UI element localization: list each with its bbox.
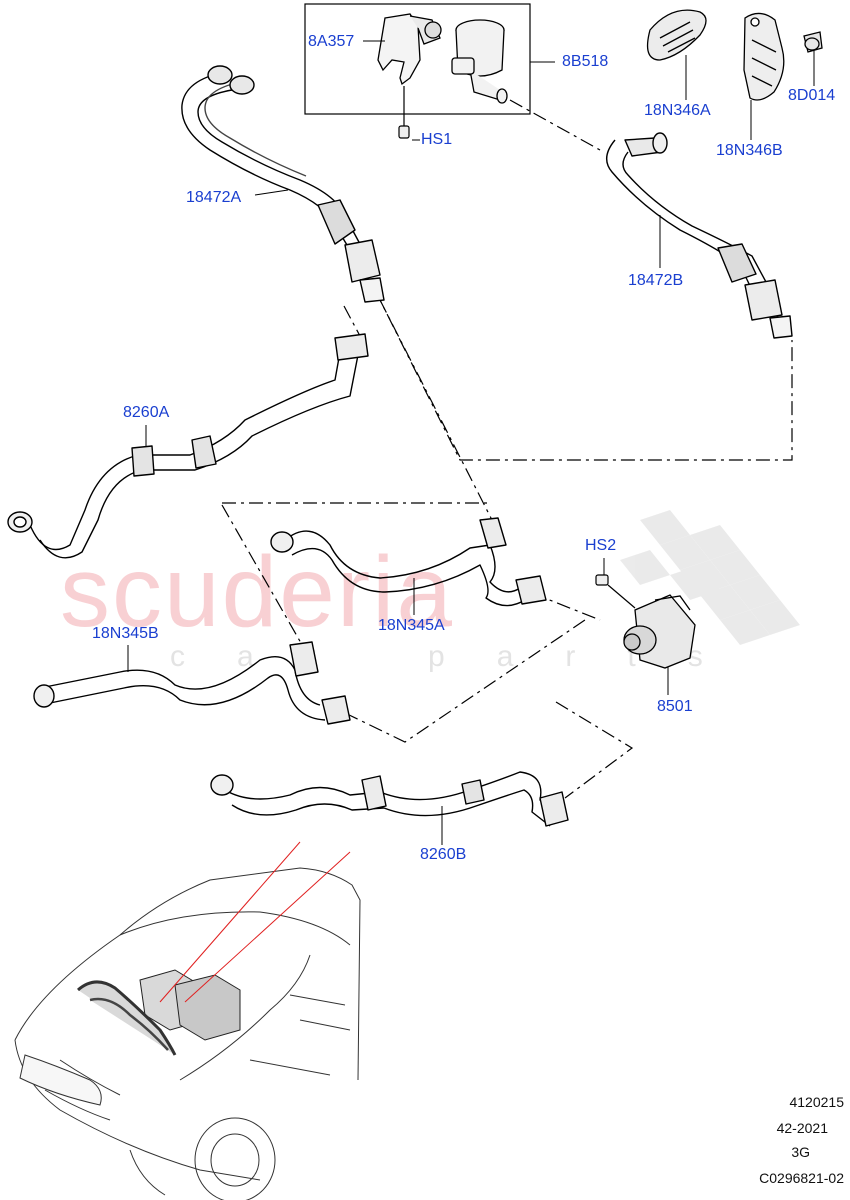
- label-8260A: 8260A: [123, 404, 170, 421]
- screw-HS2: [595, 574, 636, 609]
- reference-code-3: 3G: [791, 1144, 810, 1160]
- label-8A357: 8A357: [308, 33, 355, 50]
- label-8501: 8501: [657, 698, 693, 715]
- label-18N346B: 18N346B: [716, 142, 783, 159]
- hose-18N345B: [33, 641, 351, 725]
- hose-8260B: [210, 771, 569, 827]
- label-18N345B: 18N345B: [92, 625, 159, 642]
- label-8B518: 8B518: [562, 53, 609, 70]
- plug-8D014: [803, 31, 823, 53]
- pump-group-frame: [304, 3, 531, 115]
- label-18472A: 18472A: [186, 189, 242, 206]
- label-18N346A: 18N346A: [644, 102, 711, 119]
- clip-18N346A: [646, 9, 707, 61]
- pump-8B518: [451, 19, 508, 104]
- assembly-lines: [221, 99, 793, 799]
- reference-code-2: 42-2021: [776, 1120, 828, 1136]
- reference-code-4: C0296821-02: [759, 1170, 844, 1186]
- leader-lines: [127, 40, 815, 845]
- reference-code-1: 4120215: [789, 1094, 844, 1110]
- vehicle-location-illustration: [14, 841, 361, 1200]
- hose-8260A: [7, 333, 369, 559]
- label-18N345A: 18N345A: [378, 617, 445, 634]
- screw-HS1: [398, 86, 410, 139]
- bracket-8A357: [377, 13, 442, 86]
- label-HS2: HS2: [585, 537, 617, 554]
- label-8260B: 8260B: [420, 846, 467, 863]
- watermark-sub: car parts: [170, 640, 755, 673]
- hose-18472B: [606, 132, 793, 339]
- hose-18N345A: [270, 517, 547, 607]
- watermark-flag: [620, 510, 800, 645]
- pump-8501: [623, 594, 696, 669]
- label-HS1: HS1: [421, 131, 453, 148]
- bracket-18N346B: [743, 12, 785, 101]
- hose-18472A: [181, 65, 385, 303]
- label-8D014: 8D014: [788, 87, 836, 104]
- label-18472B: 18472B: [628, 272, 684, 289]
